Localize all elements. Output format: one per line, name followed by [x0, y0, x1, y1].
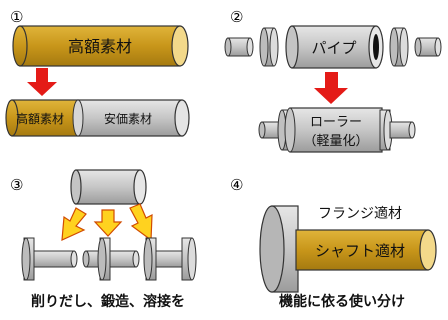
- step-3: ③: [10, 169, 197, 310]
- step-4-caption: 機能に依る使い分け: [279, 293, 405, 310]
- composite-cylinder: 高額素材 安価素材: [5, 99, 190, 137]
- roller-label: ローラー: [310, 115, 362, 130]
- yellow-arrow-left: [61, 207, 87, 241]
- right-shaft-piece: [414, 37, 442, 57]
- roller-sublabel: （軽量化）: [303, 134, 368, 149]
- step-4-number: ④: [230, 176, 243, 194]
- pipe-label: パイプ: [311, 39, 356, 57]
- red-down-arrow: [27, 68, 57, 96]
- raw-stock-cylinder: [70, 169, 147, 205]
- yellow-arrow-right: [129, 203, 153, 242]
- step-2: ② パイプ: [224, 8, 442, 153]
- roller-assembly: ローラー （軽量化）: [258, 107, 416, 153]
- step-3-caption: 削りだし、鍛造、溶接を: [31, 293, 185, 310]
- left-flange-disc: [259, 27, 279, 67]
- expensive-material-cylinder: 高額素材: [12, 25, 189, 67]
- step-3-number: ③: [10, 176, 23, 194]
- part-forged: [82, 237, 140, 281]
- red-down-arrow-2: [314, 72, 348, 104]
- part-machined: [21, 237, 78, 281]
- part-welded: [143, 237, 197, 281]
- right-flange-disc: [389, 27, 409, 67]
- flange-disc: [259, 205, 299, 293]
- yellow-arrow-center: [93, 209, 123, 237]
- step-1: ① 高額素材 高額素材 安価素材: [5, 8, 190, 137]
- shaft-label: シャフト適材: [315, 242, 405, 260]
- step-2-number: ②: [230, 8, 243, 26]
- pipe-cylinder: パイプ: [285, 25, 384, 69]
- composite-gold-label: 高額素材: [16, 111, 64, 126]
- composite-gray-label: 安価素材: [104, 111, 152, 126]
- step-1-number: ①: [10, 8, 23, 26]
- shaft-cylinder: シャフト適材: [295, 229, 437, 271]
- expensive-material-label: 高額素材: [68, 37, 132, 56]
- flange-label: フランジ適材: [318, 205, 402, 222]
- left-shaft-piece: [224, 37, 254, 57]
- step-4: ④ シャフト適材 フランジ適材 機能に依る使い分け: [230, 176, 437, 310]
